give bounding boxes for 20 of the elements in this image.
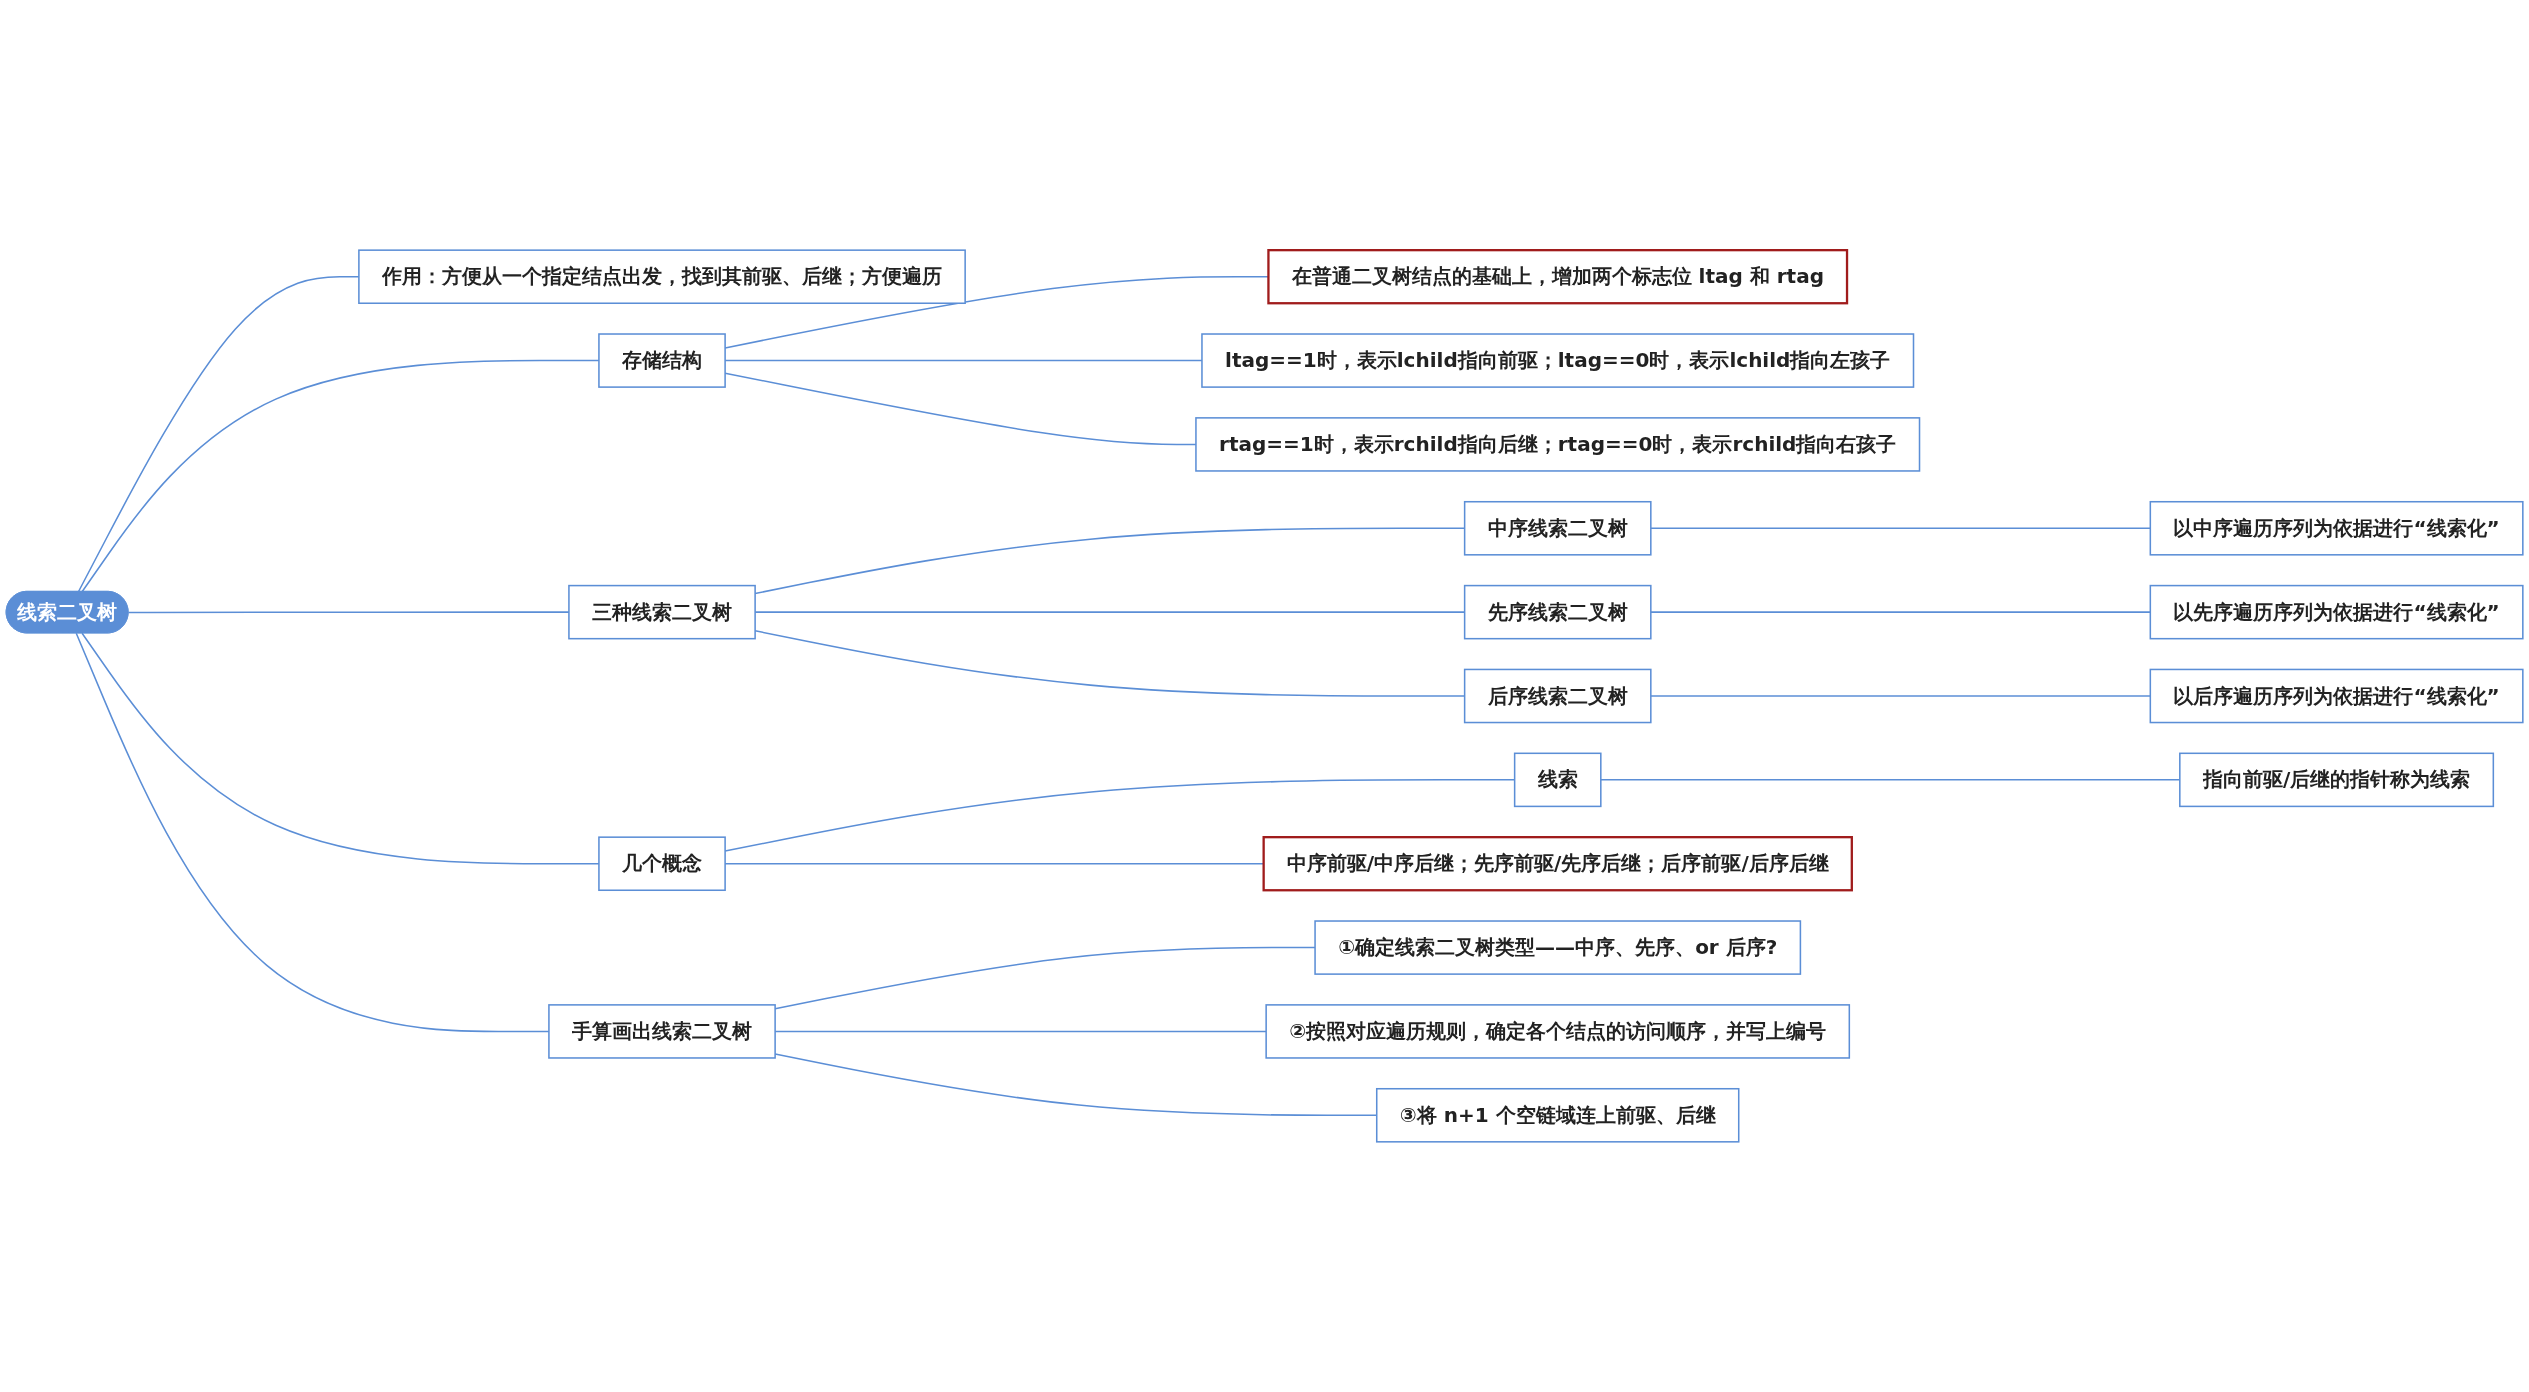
node-box: 以后序遍历序列为依据进行“线索化”: [2149, 668, 2524, 724]
node-box: 中序线索二叉树: [1463, 500, 1652, 556]
node-box: ②按照对应遍历规则，确定各个结点的访问顺序，并写上编号: [1265, 1004, 1851, 1059]
node-box: 三种线索二叉树: [568, 584, 756, 640]
node-box: 以中序遍历序列为依据进行“线索化”: [2149, 500, 2524, 556]
node-box: ③将 n+1 个空链域连上前驱、后继: [1375, 1087, 1740, 1143]
node-box: 指向前驱/后继的指针称为线索: [2179, 752, 2495, 808]
node-box: 中序前驱/中序后继；先序前驱/先序后继；后序前驱/后序后继: [1262, 836, 1853, 892]
node-box: rtag==1时，表示rchild指向后继；rtag==0时，表示rchild指向右孩子: [1195, 417, 1921, 472]
node-box: 在普通二叉树结点的基础上，增加两个标志位 ltag 和 rtag: [1267, 249, 1849, 305]
node-box: 后序线索二叉树: [1463, 668, 1652, 724]
node-box: 存储结构: [598, 333, 726, 388]
node-box: 手算画出线索二叉树: [548, 1004, 776, 1059]
node-box: 几个概念: [598, 836, 726, 891]
node-box: 线索: [1513, 752, 1602, 808]
node-box: 先序线索二叉树: [1463, 584, 1652, 640]
node-box: ①确定线索二叉树类型——中序、先序、or 后序?: [1314, 920, 1802, 975]
node-box: 作用：方便从一个指定结点出发，找到其前驱、后继；方便遍历: [358, 249, 966, 304]
node-box: ltag==1时，表示lchild指向前驱；ltag==0时，表示lchild指向左孩子: [1201, 333, 1915, 388]
node-box: 以先序遍历序列为依据进行“线索化”: [2149, 584, 2524, 640]
